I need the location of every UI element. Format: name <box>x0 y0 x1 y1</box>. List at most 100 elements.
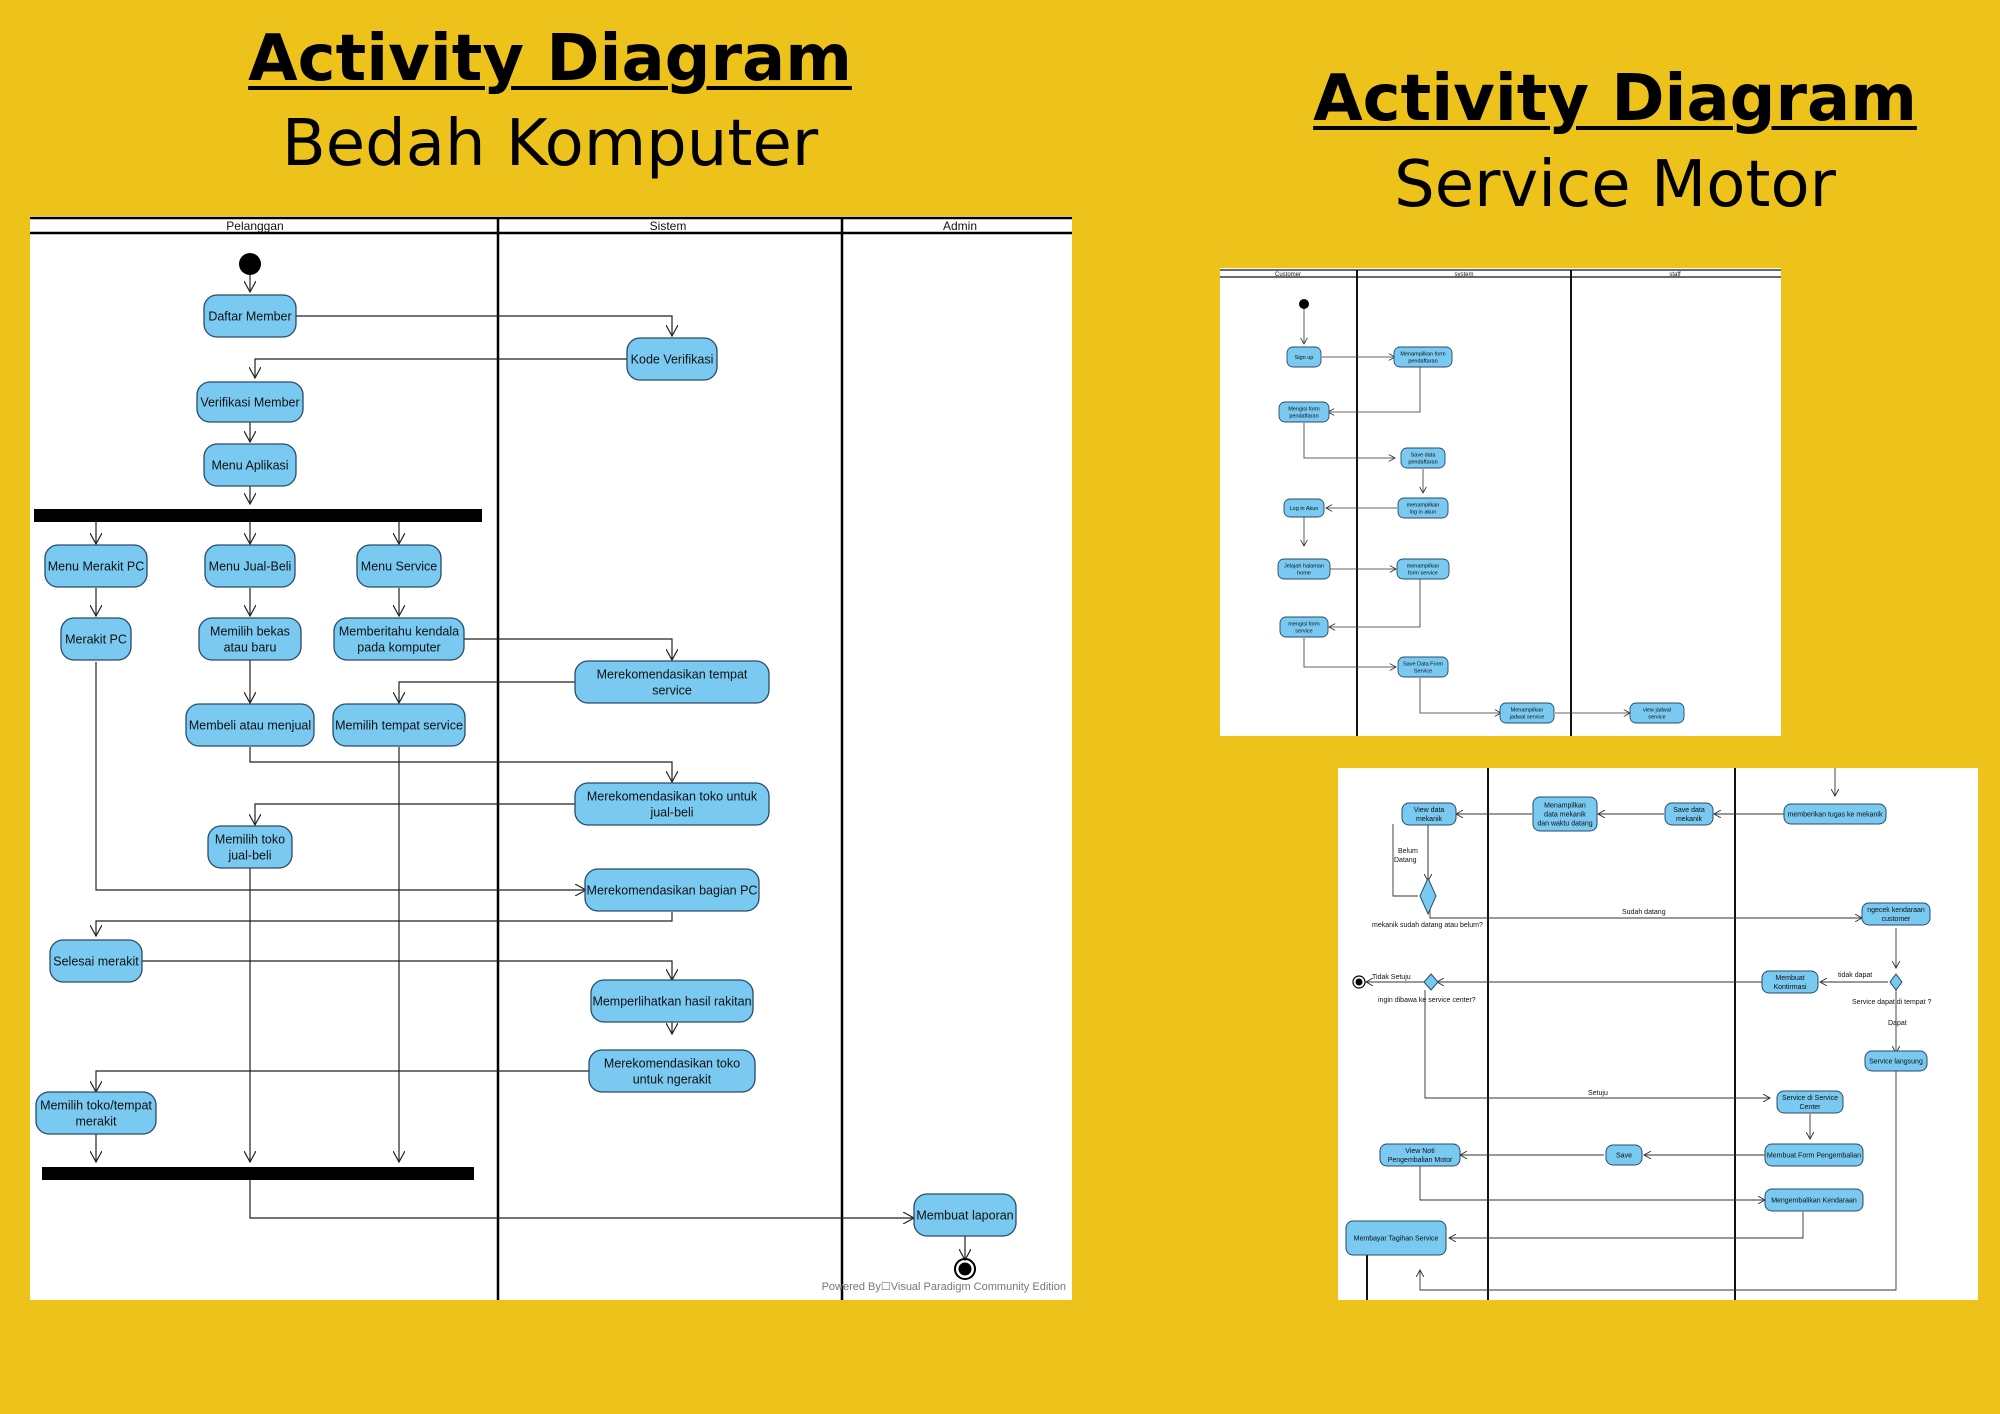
activity-label: Mengembalikan Kendaraan <box>1771 1198 1857 1205</box>
activity-pilih-tempat <box>35 1091 157 1135</box>
label-dapat: Dapat <box>1888 1020 1907 1027</box>
activity-daftar <box>203 294 297 338</box>
activity-label: pendaftaran <box>1289 413 1318 419</box>
lane-admin: Admin <box>943 219 977 233</box>
activity-label: Merekomendasikan bagian PC <box>587 884 758 898</box>
activity-label: mekanik <box>1676 816 1703 823</box>
activity-label: Memilih tempat service <box>335 719 463 733</box>
activity-label: View Noti <box>1405 1148 1435 1155</box>
activity-label: Merekomendasikan toko untuk <box>587 790 758 804</box>
activity-label: dan waktu datang <box>1537 821 1592 828</box>
activity-label: merakit <box>76 1115 118 1129</box>
activity-verifikasi <box>196 381 304 423</box>
activity-label: Menu Merakit PC <box>48 560 145 574</box>
activity-label: Membayar Tagihan Service <box>1354 1236 1439 1243</box>
heading-subtitle: Bedah Komputer <box>281 107 819 181</box>
activity-label: ngecek kendaraan <box>1867 907 1925 914</box>
activity-label: Sign up <box>1295 355 1314 361</box>
activity-kode <box>626 337 718 381</box>
activity-label: Menu Aplikasi <box>211 459 288 473</box>
activity-beli <box>185 703 315 747</box>
activity-label: Daftar Member <box>208 310 291 324</box>
final-node <box>1352 975 1366 989</box>
activity-menu-app <box>203 443 297 487</box>
activity-label: Kontirmasi <box>1773 984 1807 991</box>
activity-label: Membuat laporan <box>916 1209 1013 1223</box>
label-decision2: ingin dibawa ke service center? <box>1378 997 1476 1004</box>
activity-label: jadwal service <box>1509 714 1545 720</box>
activity-label: pendaftaran <box>1408 459 1437 465</box>
activity-label: Save data <box>1411 452 1437 458</box>
activity-pilih-service <box>332 703 466 747</box>
decision-service-tempat <box>1889 973 1903 991</box>
activity-label: Log in Akun <box>1290 506 1319 512</box>
heading-title: Activity Diagram <box>248 22 852 96</box>
activity-jelajah <box>1277 558 1331 580</box>
activity-label: pendaftaran <box>1408 358 1437 364</box>
activity-label: atau baru <box>224 641 277 655</box>
activity-label: Menu Jual-Beli <box>209 560 292 574</box>
activity-label: Memperlihatkan hasil rakitan <box>592 995 751 1009</box>
activity-view-mekanik <box>1401 802 1457 826</box>
flow-labels: Belum Datang mekanik sudah datang atau b… <box>1372 848 1931 1097</box>
activity-cek <box>1861 902 1931 926</box>
activity-label: Memilih toko <box>215 833 285 847</box>
label-belum-datang-2: Datang <box>1394 857 1417 864</box>
watermark: Powered By☐Visual Paradigm Community Edi… <box>822 1281 1066 1293</box>
heading-title: Activity Diagram <box>1313 62 1917 136</box>
activity-label: menampilkan <box>1407 502 1440 508</box>
lane-pelanggan: Pelanggan <box>226 219 283 233</box>
activity-label: mengisi form <box>1288 621 1320 627</box>
activity-rek-service <box>574 660 770 704</box>
activity-label: Save data <box>1673 807 1705 814</box>
activity-label: Jelajah halaman <box>1284 563 1324 569</box>
activity-beritahu <box>333 617 465 661</box>
activity-label: Save <box>1616 1153 1632 1160</box>
activity-rek-bagian <box>584 868 760 912</box>
activity-form-pengembalian <box>1764 1143 1864 1167</box>
heading-service-motor: Activity Diagram Service Motor <box>1240 58 1990 230</box>
activity-label: menampilkan <box>1407 563 1440 569</box>
activity-label: Menampilkan <box>1544 803 1586 810</box>
activity-label: jual-beli <box>227 849 271 863</box>
lane-sistem: Sistem <box>650 219 687 233</box>
activity-label: Kode Verifikasi <box>631 353 714 367</box>
activity-label: jual-beli <box>649 806 693 820</box>
activity-label: Menampilkan <box>1511 707 1544 713</box>
activity-rek-ngerakit <box>588 1049 756 1093</box>
activity-label: service <box>1295 628 1312 634</box>
activity-label: customer <box>1882 916 1911 923</box>
activity-label: Verifikasi Member <box>200 396 299 410</box>
activity-menu-rakit <box>44 544 148 588</box>
bedah-komputer-diagram: Pelanggan Sistem Admin Daftar M <box>30 216 1072 1300</box>
activity-save <box>1605 1144 1643 1166</box>
activity-menu-service <box>356 544 442 588</box>
heading-bedah-komputer: Activity Diagram Bedah Komputer <box>50 18 1050 188</box>
activity-save-service <box>1397 656 1449 678</box>
activity-label: Memilih toko/tempat <box>40 1099 152 1113</box>
activity-save-mekanik <box>1664 802 1714 826</box>
activity-label: Mengisi form <box>1288 406 1320 412</box>
activity-bayar <box>1345 1220 1447 1256</box>
activity-label: Service di Service <box>1782 1095 1838 1102</box>
decision-service-center <box>1423 973 1439 991</box>
activity-pengembalian <box>1764 1188 1864 1212</box>
activity-kontirmasi <box>1761 970 1819 994</box>
activity-tampil-login <box>1397 497 1449 519</box>
activity-label: view jadwal <box>1643 707 1671 713</box>
activity-label: mekanik <box>1416 816 1443 823</box>
label-tidak-setuju: Tidak Setuju <box>1372 974 1411 981</box>
activity-label: Merekomendasikan tempat <box>597 668 748 682</box>
label-belum-datang: Belum <box>1398 848 1418 855</box>
activity-label: View data <box>1414 807 1445 814</box>
activity-label: Menampilkan form <box>1400 351 1446 357</box>
activity-label: Membuat <box>1775 975 1804 982</box>
activity-pilih-bekas <box>198 617 302 661</box>
final-node <box>954 1258 976 1280</box>
activity-label: form service <box>1408 570 1438 576</box>
activity-tugas <box>1783 803 1887 825</box>
activity-label: untuk ngerakit <box>633 1073 712 1087</box>
label-sudah-datang: Sudah datang <box>1622 909 1666 916</box>
activity-label: Memilih bekas <box>210 625 290 639</box>
